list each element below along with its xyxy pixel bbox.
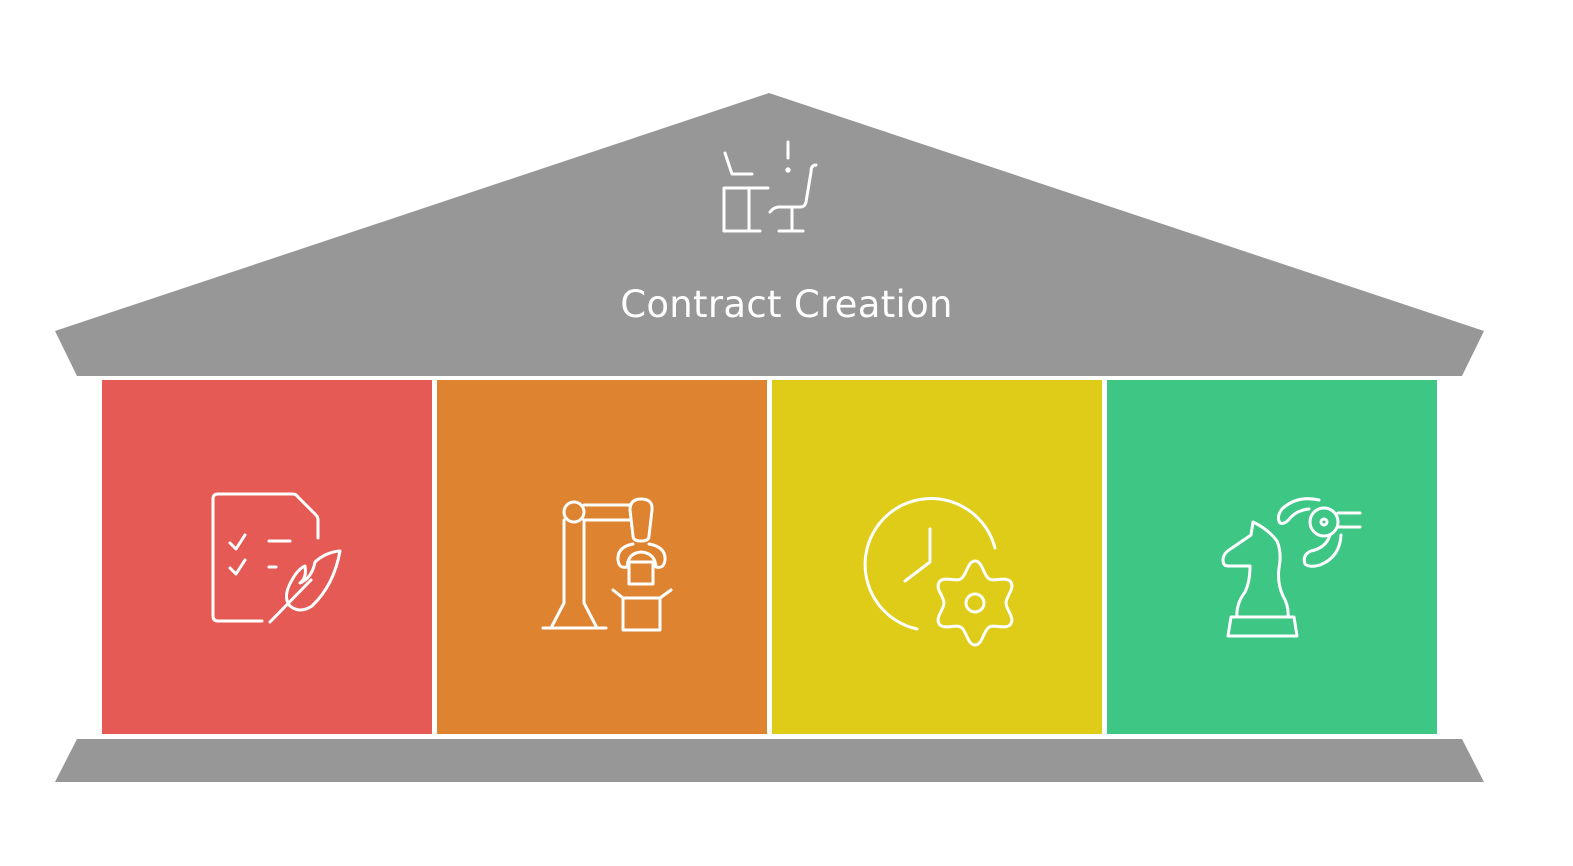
roof [55, 93, 1484, 376]
pillar-4 [1107, 380, 1437, 734]
pillar-1 [102, 380, 432, 734]
base [55, 739, 1484, 782]
clock-gear-icon [863, 497, 1014, 647]
pillar-3 [772, 380, 1102, 734]
robotic-arm-packaging-icon [541, 497, 673, 632]
chess-knight-robot-arm-icon [1221, 497, 1362, 638]
roof-title: Contract Creation [620, 283, 953, 326]
pillar-2 [437, 380, 767, 734]
negotiation-desk-chair-alert-icon [722, 140, 818, 233]
checklist-document-quill-icon [211, 492, 342, 624]
